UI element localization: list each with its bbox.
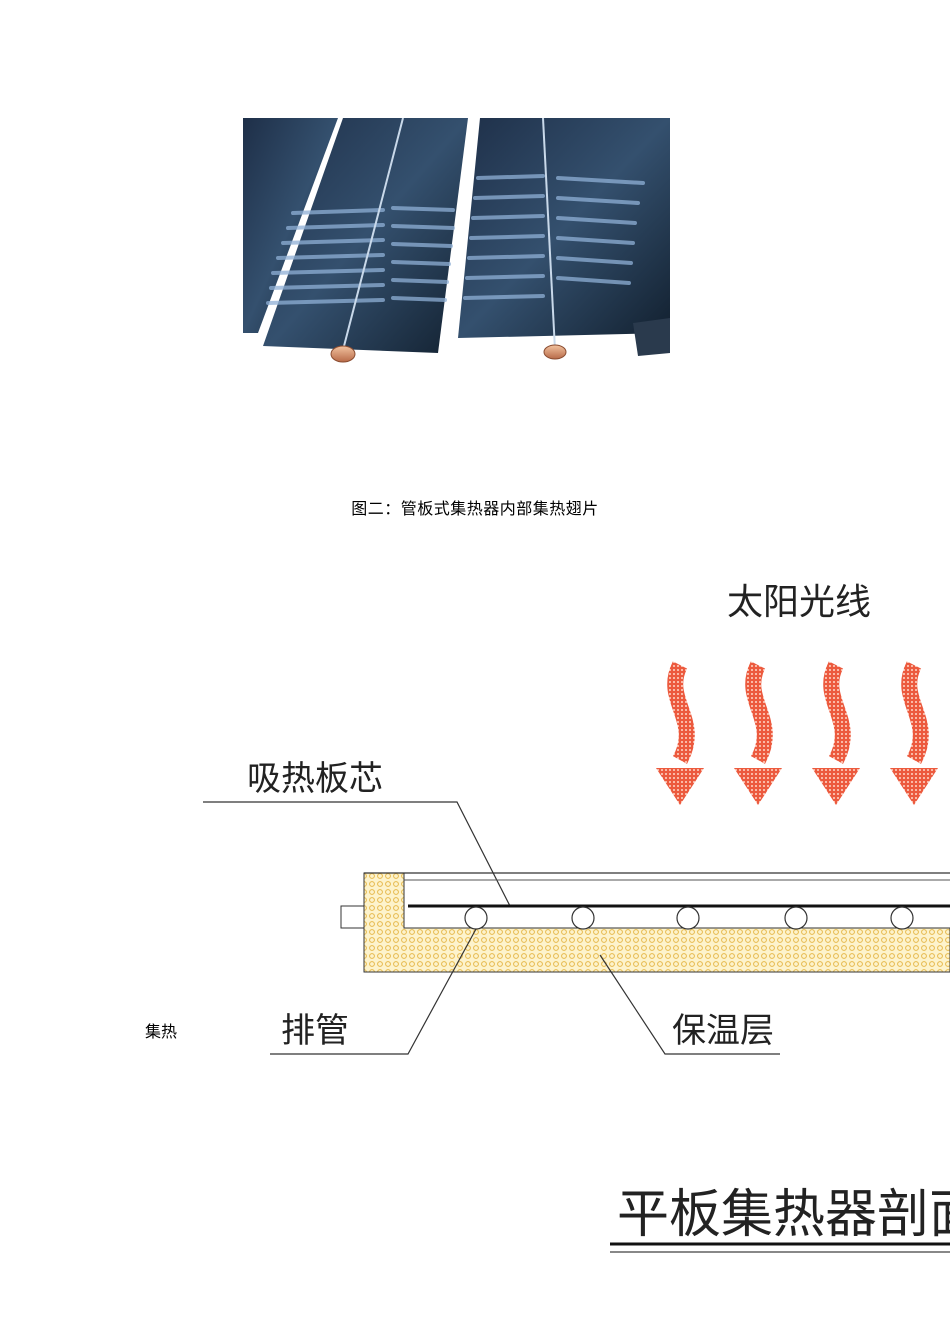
sun-arrow-4 <box>890 661 938 805</box>
sunlight-label: 太阳光线 <box>727 582 871 623</box>
riser-pipes <box>464 906 914 930</box>
absorber-leader <box>203 801 511 907</box>
pipes-label: 排管 <box>281 1011 349 1051</box>
insulation-layer <box>363 872 950 973</box>
sunlight-arrows <box>656 661 938 805</box>
figure-caption: 图二：管板式集热器内部集热翅片 <box>351 499 599 518</box>
sun-arrow-3 <box>812 661 860 805</box>
absorber-label: 吸热板芯 <box>247 759 383 799</box>
riser-pipe <box>676 906 700 930</box>
collector-section-diagram: 太阳光线 吸热板芯 排管 <box>203 582 950 1253</box>
side-note: 集热 <box>145 1022 178 1041</box>
sun-arrow-1 <box>656 661 704 805</box>
riser-pipe <box>464 906 488 930</box>
sun-arrow-2 <box>734 661 782 805</box>
insulation-label: 保温层 <box>672 1011 774 1051</box>
riser-pipe <box>784 906 808 930</box>
diagram-title: 平板集热器剖面 <box>617 1185 950 1245</box>
side-connector <box>340 905 365 929</box>
riser-pipe <box>571 906 595 930</box>
collector-fins-photo <box>243 118 670 366</box>
pipes-leader <box>270 928 477 1055</box>
riser-pipe <box>890 906 914 930</box>
insulation-leader <box>599 954 780 1055</box>
